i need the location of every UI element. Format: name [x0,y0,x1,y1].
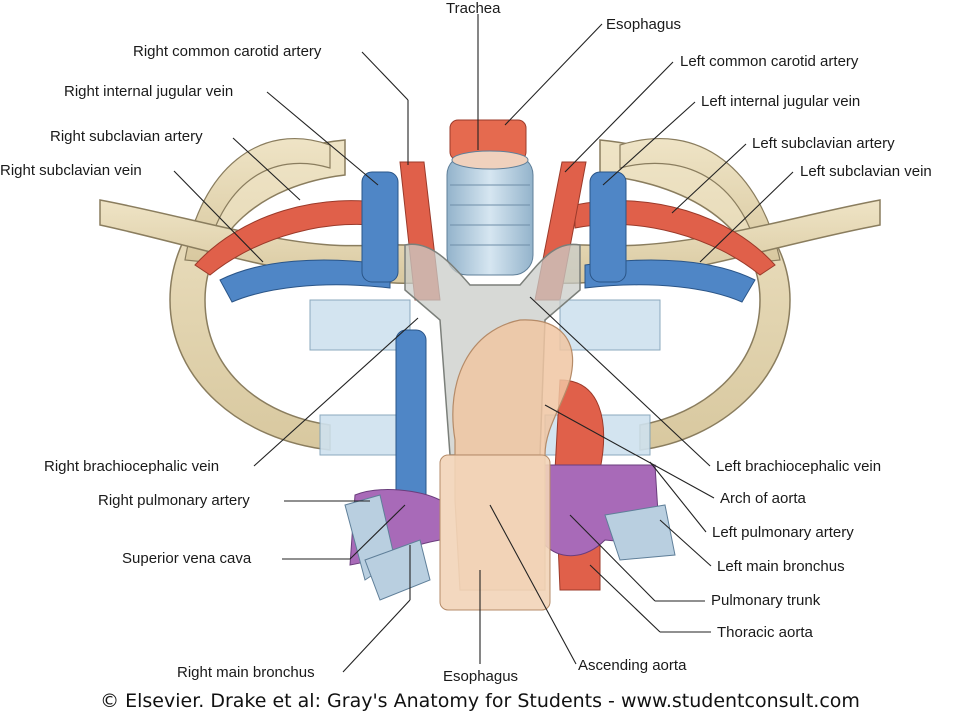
label-left-pulmonary-artery: Left pulmonary artery [712,524,854,541]
label-right-main-bronchus: Right main bronchus [177,664,315,681]
label-left-internal-jugular-vein: Left internal jugular vein [701,93,861,110]
label-thoracic-aorta: Thoracic aorta [717,624,813,641]
label-right-common-carotid-artery: Right common carotid artery [133,43,322,60]
leader-lines [173,14,794,673]
label-left-common-carotid-artery: Left common carotid artery [680,53,859,70]
label-right-brachiocephalic-vein: Right brachiocephalic vein [44,458,220,475]
trachea-shape [446,150,534,276]
left-internal-jugular-vein-shape [589,171,627,283]
label-left-main-bronchus: Left main bronchus [717,558,845,575]
label-right-subclavian-vein: Right subclavian vein [0,162,142,179]
label-esophagus-top: Esophagus [606,16,682,33]
copyright-credit: © Elsevier. Drake et al: Gray's Anatomy … [100,690,860,712]
label-right-subclavian-artery: Right subclavian artery [50,128,203,145]
main-bronchi [344,494,676,601]
label-left-subclavian-artery: Left subclavian artery [752,135,895,152]
label-ascending-aorta: Ascending aorta [578,657,687,674]
label-left-subclavian-vein: Left subclavian vein [800,163,932,180]
esophagus-lower-shape [439,454,551,611]
label-pulmonary-trunk: Pulmonary trunk [711,592,821,609]
label-superior-vena-cava: Superior vena cava [122,550,252,567]
right-internal-jugular-vein-shape [361,171,399,283]
label-esophagus-bottom: Esophagus [443,668,519,685]
label-left-brachiocephalic-vein: Left brachiocephalic vein [716,458,882,475]
label-arch-of-aorta: Arch of aorta [720,490,806,507]
label-trachea: Trachea [446,0,501,17]
label-right-pulmonary-artery: Right pulmonary artery [98,492,250,509]
label-right-internal-jugular-vein: Right internal jugular vein [64,83,234,100]
